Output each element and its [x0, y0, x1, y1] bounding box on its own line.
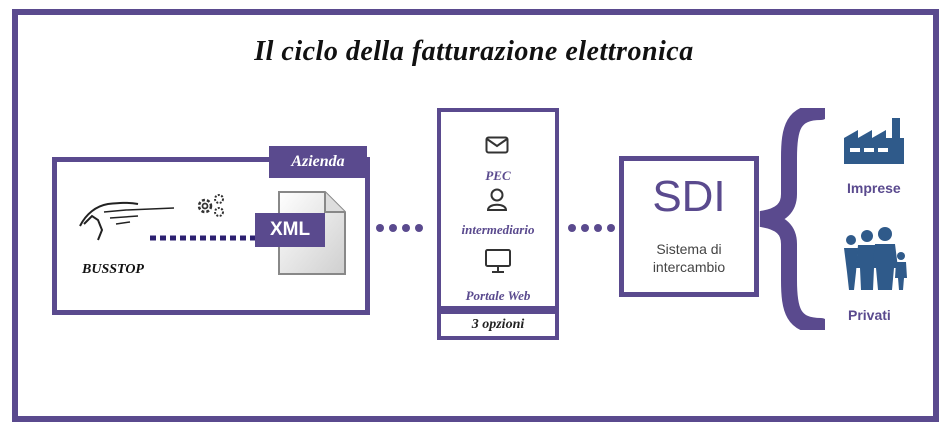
connector-line	[150, 235, 260, 241]
imprese-label: Imprese	[847, 180, 901, 196]
sdi-subtitle: Sistema di intercambio	[624, 240, 754, 276]
curly-brace-icon	[759, 108, 825, 330]
connector-dot	[607, 224, 615, 232]
xml-label: XML	[255, 213, 325, 247]
sdi-box	[619, 156, 759, 297]
channels-footer: 3 opzioni	[437, 314, 559, 340]
connector-dot	[594, 224, 602, 232]
connector-dot	[415, 224, 423, 232]
outer-frame	[12, 9, 939, 422]
channel-intermediario-label: intermediario	[461, 222, 535, 237]
busstop-logo-text: BUSSTOP	[82, 262, 144, 277]
channels-divider	[437, 306, 559, 314]
channel-portale-label: Portale Web	[465, 288, 531, 303]
channel-pec-label: PEC	[485, 168, 511, 183]
family-icon	[844, 227, 907, 290]
connector-dot	[389, 224, 397, 232]
connector-dot	[581, 224, 589, 232]
sdi-title: SDI	[652, 172, 726, 221]
sdi-subtitle-line2: intercambio	[652, 259, 726, 275]
dots-connector-left	[376, 224, 423, 232]
envelope-icon	[485, 136, 509, 154]
privati-label: Privati	[848, 307, 891, 323]
person-icon	[486, 188, 508, 211]
factory-icon	[844, 118, 904, 164]
horse-logo-icon	[79, 201, 175, 241]
connector-dot	[376, 224, 384, 232]
sdi-subtitle-line1: Sistema di	[656, 241, 722, 257]
azienda-tab: Azienda	[269, 146, 367, 178]
gears-icon	[197, 194, 224, 217]
dots-connector-right	[568, 224, 615, 232]
monitor-icon	[485, 249, 511, 273]
connector-dot	[402, 224, 410, 232]
connector-dot	[568, 224, 576, 232]
page-title: Il ciclo della fatturazione elettronica	[254, 36, 694, 67]
